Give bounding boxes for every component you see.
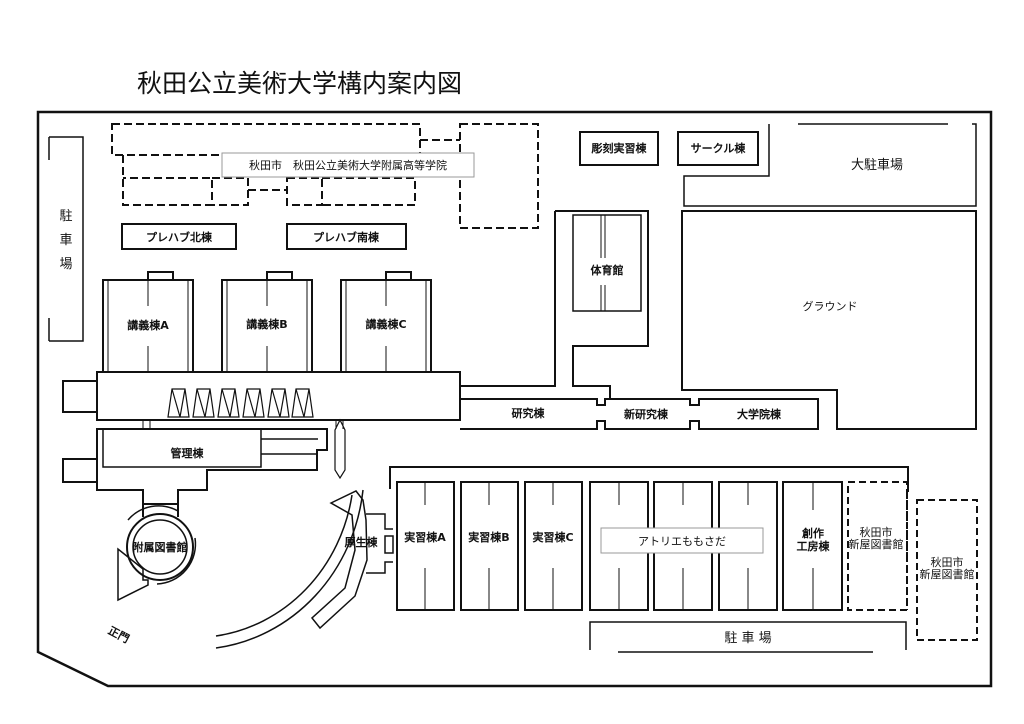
atelier-label-box xyxy=(600,527,764,554)
practice-building-c[interactable] xyxy=(524,481,583,611)
graduate-label: 大学院棟 xyxy=(737,407,782,421)
circle-label: サークル棟 xyxy=(691,141,747,155)
map-title: 秋田公立美術大学構内案内図 xyxy=(137,69,463,98)
sculpture-building[interactable] xyxy=(579,131,659,166)
sculpture-label: 彫刻実習棟 xyxy=(591,141,648,155)
new-research-label: 新研究棟 xyxy=(624,407,669,421)
city-library-2-label-1: 秋田市 xyxy=(931,555,964,569)
city-library-2-building[interactable] xyxy=(916,499,978,641)
practice-c-label: 実習棟C xyxy=(532,530,573,544)
practice-building-a[interactable] xyxy=(396,481,455,611)
ground-outline xyxy=(681,210,977,430)
entrance-canopy xyxy=(334,418,346,480)
practice-building-b[interactable] xyxy=(460,481,519,611)
parking-left-outline xyxy=(48,136,84,342)
parking-left-label-1: 駐 xyxy=(59,209,72,224)
library-label: 附属図書館 xyxy=(133,540,188,554)
main-gate-label: 正門 xyxy=(106,624,132,646)
practice-a-label: 実習棟A xyxy=(404,530,446,544)
workshop-building[interactable] xyxy=(782,481,843,611)
city-library-2-label-2: 新屋図書館 xyxy=(920,567,975,581)
stairs xyxy=(167,388,314,418)
atelier-label: アトリエももさだ xyxy=(638,535,726,548)
admin-label: 管理棟 xyxy=(171,446,205,460)
parking-large-outline xyxy=(683,123,977,207)
parking-large-label: 大駐車場 xyxy=(851,158,903,173)
campus-boundary xyxy=(36,110,993,688)
lecture-b-label: 講義棟B xyxy=(246,317,287,331)
highschool-label-box xyxy=(221,152,475,178)
research-label: 研究棟 xyxy=(512,406,546,420)
prefab-south-label: プレハブ南棟 xyxy=(313,230,380,244)
workshop-label-2: 工房棟 xyxy=(797,539,831,553)
library-building[interactable] xyxy=(117,504,197,602)
circle-building[interactable] xyxy=(677,131,759,166)
gym-corridor xyxy=(460,210,649,398)
welfare-building[interactable] xyxy=(215,489,394,649)
research-wing[interactable] xyxy=(460,398,819,430)
admin-outline xyxy=(96,428,328,505)
welfare-label: 厚生棟 xyxy=(345,535,379,549)
prefab-north-label: プレハブ北棟 xyxy=(146,230,213,244)
city-library-1-label-1: 秋田市 xyxy=(860,525,893,539)
practice-b-label: 実習棟B xyxy=(468,530,509,544)
ground-label: グラウンド xyxy=(803,299,858,313)
practice-wing-canopy xyxy=(389,466,909,492)
admin-annex xyxy=(62,458,98,483)
gym-building[interactable] xyxy=(572,214,642,312)
prefab-south-building[interactable] xyxy=(286,223,407,250)
lecture-a-label: 講義棟A xyxy=(127,318,169,332)
parking-left-label-2: 車 xyxy=(59,233,72,248)
admin-building[interactable] xyxy=(102,428,262,468)
parking-bottom-label: 駐 車 場 xyxy=(724,631,771,646)
workshop-label-1: 創作 xyxy=(801,526,824,540)
gym-label: 体育館 xyxy=(591,263,624,277)
city-library-1-label-2: 新屋図書館 xyxy=(849,537,904,551)
west-annex xyxy=(62,380,98,413)
lecture-c-label: 講義棟C xyxy=(365,317,406,331)
parking-bottom-outline xyxy=(589,621,907,653)
prefab-north-building[interactable] xyxy=(121,223,237,250)
parking-left-label-3: 場 xyxy=(59,257,72,272)
highschool-label: 秋田市 秋田公立美術大学附属高等学院 xyxy=(249,158,447,172)
